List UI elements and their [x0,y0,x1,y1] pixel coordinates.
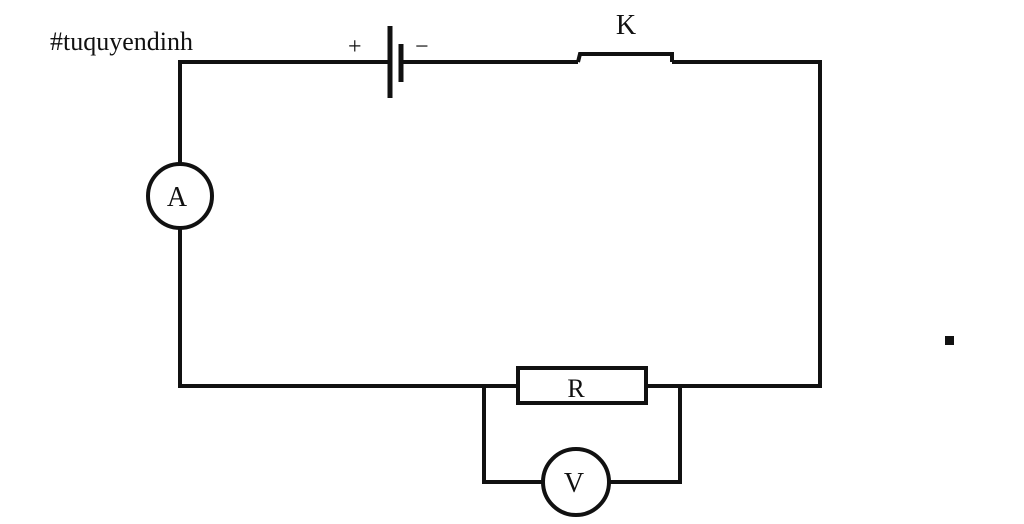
ammeter-circle [146,162,214,230]
battery-negative-label: − [415,34,429,60]
switch-bar [576,52,674,63]
battery-positive-label: + [348,34,362,60]
wire-voltmeter-left [482,386,543,484]
ammeter-label: A [167,182,188,213]
ammeter: A [146,162,214,230]
voltmeter-circle [541,447,611,517]
watermark-text: #tuquyendinh [50,27,193,56]
battery: + − [348,26,429,98]
wire-right [672,60,822,388]
stray-dot [945,336,954,345]
resistor-label: R [567,374,585,403]
wire-top-left [178,60,388,163]
switch-label: K [616,10,636,41]
circuit-wires [178,60,822,484]
resistor: R [516,366,648,405]
voltmeter: V [541,447,611,517]
wire-bottom-left [178,229,518,388]
wire-voltmeter-right [609,386,682,484]
switch-k: K [576,10,674,63]
voltmeter-label: V [564,468,584,499]
resistor-body [516,366,648,405]
